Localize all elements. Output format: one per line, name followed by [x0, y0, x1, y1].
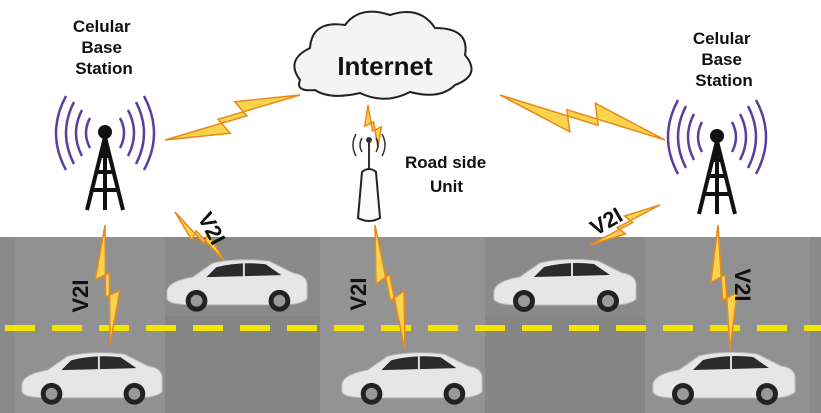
road — [0, 237, 821, 413]
lane-dash — [757, 325, 787, 331]
lane-dash — [146, 325, 176, 331]
signal-waves-icon — [54, 95, 156, 171]
tower-icon — [697, 127, 737, 216]
lane-dash — [52, 325, 82, 331]
lane-dash — [5, 325, 35, 331]
lane-dash — [287, 325, 317, 331]
tower-icon — [85, 123, 125, 212]
right-base-station: Celular Base Station — [666, 29, 768, 216]
right-station-label: Celular Base Station — [693, 29, 755, 90]
lane-dash — [569, 325, 599, 331]
v2i-label: V2I — [730, 268, 755, 301]
internet-label: Internet — [337, 51, 433, 81]
signal-waves-icon — [666, 99, 768, 175]
lane-dash — [193, 325, 223, 331]
lane-dash — [616, 325, 646, 331]
v2i-label: V2I — [68, 279, 93, 312]
cloud-internet: Internet — [293, 10, 473, 100]
lane-dash — [804, 325, 821, 331]
lane-dash — [475, 325, 505, 331]
lightning-bolt-icon — [709, 224, 739, 351]
road-side-unit: Road side Unit — [352, 133, 491, 222]
lightning-bolt-icon — [94, 224, 121, 346]
lightning-bolt-icon — [589, 204, 661, 246]
lane-dash — [522, 325, 552, 331]
lane-dash — [710, 325, 740, 331]
wireless-links — [94, 94, 739, 351]
lightning-bolt-icon — [164, 94, 301, 141]
left-base-station: Celular Base Station — [54, 17, 156, 212]
lane-dash — [428, 325, 458, 331]
rsu-icon — [356, 168, 382, 222]
lane-dash — [381, 325, 411, 331]
lane-dash — [334, 325, 364, 331]
signal-waves-icon — [352, 133, 386, 157]
lightning-bolt-icon — [499, 94, 666, 141]
rsu-label: Road side Unit — [405, 153, 491, 196]
lane-divider — [5, 325, 821, 331]
lane-dash — [240, 325, 270, 331]
lightning-bolt-icon — [374, 224, 406, 351]
v2i-labels: V2I V2I V2I V2I V2I — [68, 202, 755, 312]
v2i-label: V2I — [346, 277, 371, 310]
lane-dash — [663, 325, 693, 331]
lane-dash — [99, 325, 129, 331]
left-station-label: Celular Base Station — [73, 17, 135, 78]
